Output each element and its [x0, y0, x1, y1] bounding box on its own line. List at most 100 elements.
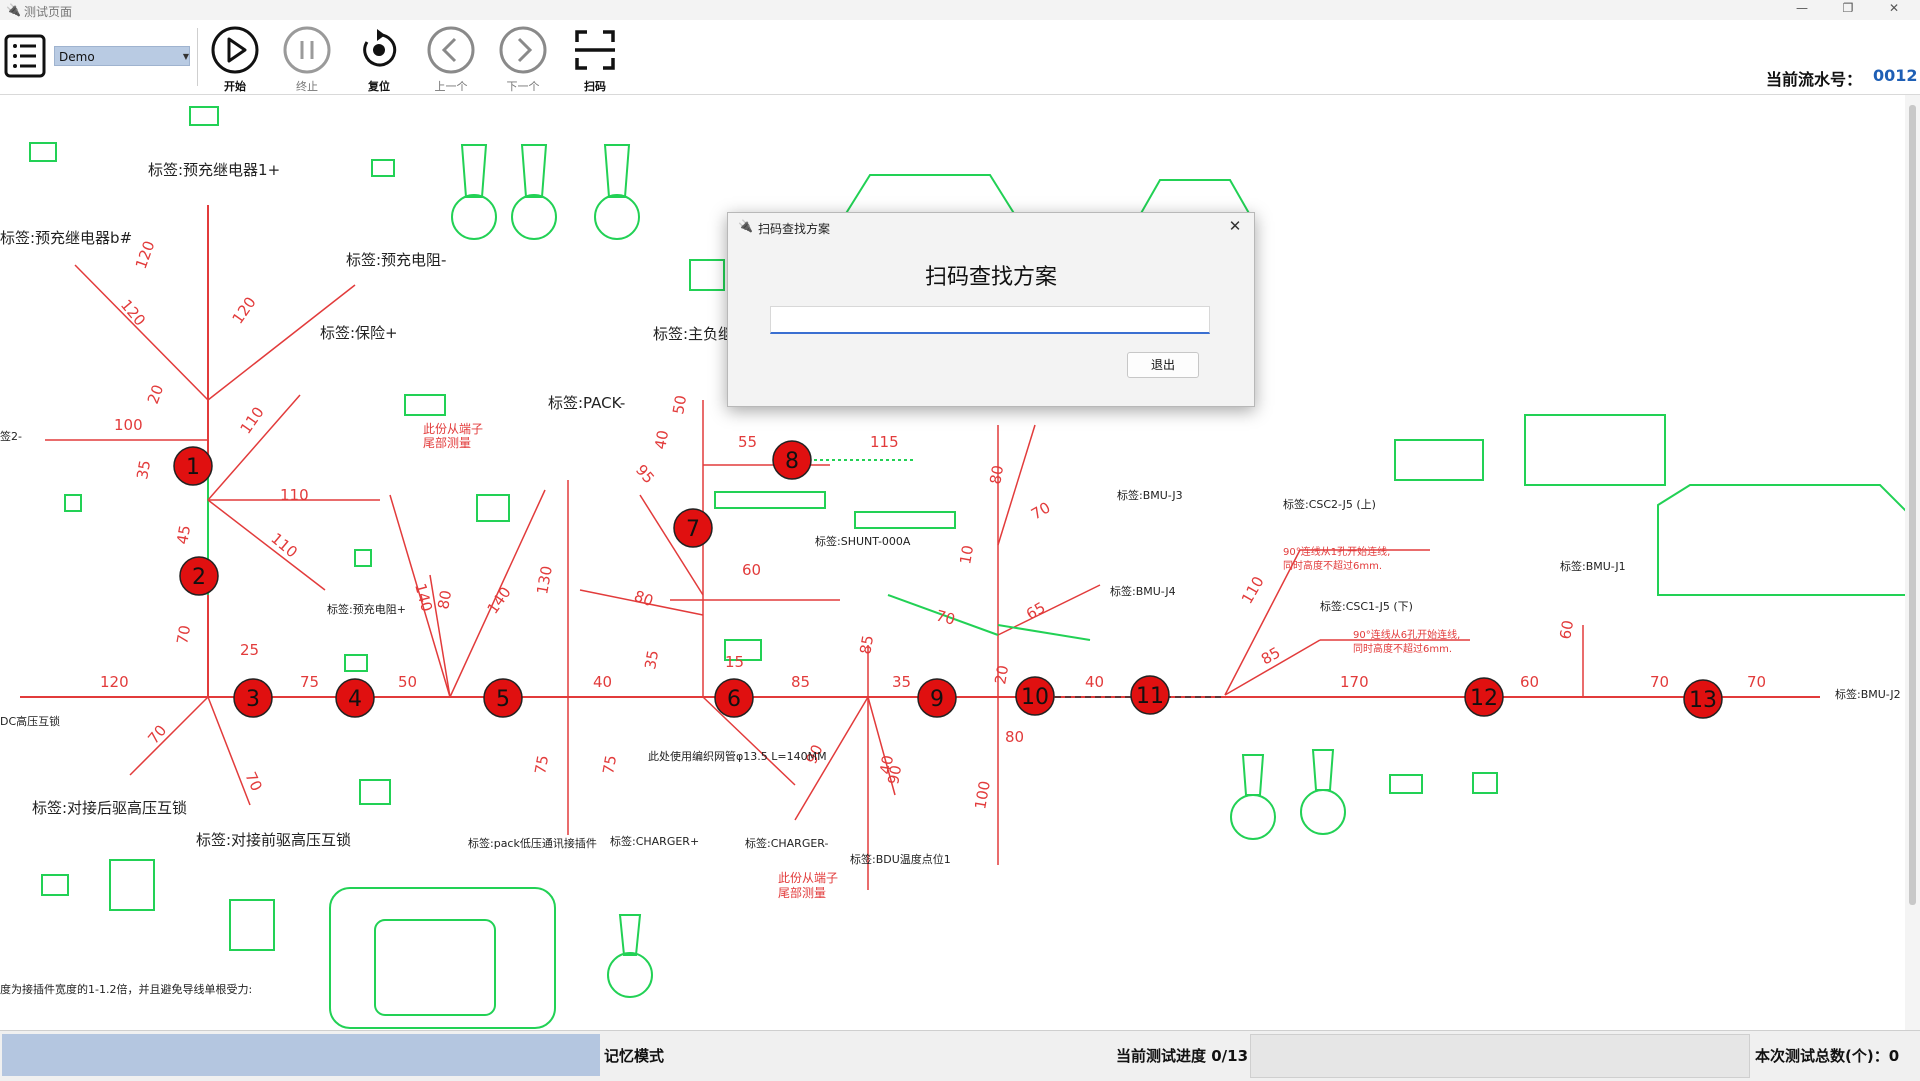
previous-button[interactable]: 上一个 — [421, 24, 481, 93]
test-point-marker[interactable]: 9 — [917, 678, 957, 718]
dimension-label: 95 — [632, 461, 658, 487]
diagram-label: 标签:预充电阻+ — [327, 602, 406, 616]
diagram-label: 标签:SHUNT-000A — [815, 534, 911, 548]
scrollbar-thumb[interactable] — [1909, 105, 1916, 905]
scan-label: 扫码 — [584, 80, 606, 93]
start-button[interactable]: 开始 — [205, 24, 265, 93]
vertical-scrollbar[interactable] — [1905, 95, 1920, 1030]
diagram-wires — [20, 205, 1820, 890]
test-point-marker[interactable]: 6 — [714, 678, 754, 718]
red-note: 90°连线从1孔开始连线, — [1283, 545, 1390, 558]
marker-circle — [673, 508, 713, 548]
dimension-label: 60 — [1520, 673, 1539, 691]
dimension-label: 40 — [651, 429, 672, 451]
play-icon — [211, 26, 259, 74]
test-point-marker[interactable]: 7 — [673, 508, 713, 548]
stop-button[interactable]: 终止 — [277, 24, 337, 93]
scheme-select-value: Demo — [59, 50, 95, 64]
dimension-label: 110 — [280, 486, 309, 504]
reset-button[interactable]: 复位 — [349, 24, 409, 93]
test-point-marker[interactable]: 10 — [1015, 676, 1055, 716]
dimension-label: 20 — [144, 382, 167, 406]
test-point-marker[interactable]: 11 — [1130, 675, 1170, 715]
test-point-marker[interactable]: 3 — [233, 678, 273, 718]
dialog-close-button[interactable]: ✕ — [1228, 217, 1242, 235]
reset-icon — [363, 29, 397, 67]
dimension-label: 35 — [641, 649, 662, 671]
diagram-label: 标签:对接后驱高压互锁 — [32, 799, 187, 817]
diagram-label: 标签:预充继电器b# — [0, 229, 132, 247]
dimension-label: 80 — [632, 587, 656, 610]
scheme-list-icon[interactable] — [2, 32, 48, 80]
dimension-label: 60 — [1556, 619, 1577, 641]
marker-circle — [714, 678, 754, 718]
dialog-app-icon: 🔌 — [738, 219, 753, 233]
dimension-label: 60 — [742, 561, 761, 579]
dialog-title: 扫码查找方案 — [758, 222, 831, 236]
test-point-marker[interactable]: 4 — [335, 678, 375, 718]
dimension-label: 35 — [133, 459, 154, 481]
black-note: 度为接插件宽度的1-1.2倍，并且避免导线单根受力: — [0, 982, 252, 996]
dimension-label: 15 — [725, 653, 744, 671]
marker-circle — [1130, 675, 1170, 715]
progress-label: 当前测试进度 0/13 — [1116, 1047, 1249, 1065]
dimension-label: 75 — [599, 754, 620, 776]
close-window-button[interactable]: ✕ — [1888, 1, 1900, 15]
red-note: 同时高度不超过6mm. — [1353, 642, 1452, 655]
dimension-label: 110 — [267, 529, 301, 561]
marker-number: 6 — [727, 687, 741, 712]
marker-number: 10 — [1021, 685, 1049, 710]
scheme-select[interactable]: Demo ▼ — [54, 46, 190, 66]
dimension-label: 85 — [791, 673, 810, 691]
dialog-heading: 扫码查找方案 — [924, 265, 1057, 290]
dimension-label: 100 — [114, 416, 143, 434]
diagram-label: 标签:BMU-J2 — [1835, 687, 1901, 701]
window-titlebar: 🔌 测试页面 — ❐ ✕ — [0, 0, 1920, 21]
diagram-label: 签2- — [0, 429, 22, 443]
scan-search-dialog: 🔌 扫码查找方案 ✕ 扫码查找方案 退出 — [727, 212, 1255, 407]
progress-bar — [1250, 1034, 1750, 1078]
marker-number: 11 — [1136, 684, 1164, 709]
scan-code-input[interactable] — [770, 306, 1210, 334]
scan-frame-icon — [575, 30, 615, 70]
marker-number: 2 — [192, 565, 206, 590]
marker-circle — [179, 556, 219, 596]
stop-label: 终止 — [296, 80, 318, 93]
marker-circle — [1464, 677, 1504, 717]
start-label: 开始 — [224, 80, 246, 93]
marker-circle — [173, 446, 213, 486]
next-button[interactable]: 下一个 — [493, 24, 553, 93]
minimize-button[interactable]: — — [1796, 1, 1808, 15]
test-point-marker[interactable]: 13 — [1683, 679, 1723, 719]
scan-button[interactable]: 扫码 — [565, 24, 625, 93]
dimension-label: 115 — [870, 433, 899, 451]
serial-number-label: 当前流水号： — [1766, 70, 1863, 89]
marker-circle — [1683, 679, 1723, 719]
marker-number: 12 — [1470, 686, 1498, 711]
dimension-label: 20 — [991, 664, 1012, 686]
red-note: 此份从端子 — [423, 422, 483, 436]
dropdown-arrow-icon[interactable]: ▼ — [182, 52, 190, 61]
exit-button[interactable]: 退出 — [1127, 352, 1199, 378]
diagram-label: 标签:PACK- — [548, 394, 625, 412]
mode-label: 记忆模式 — [604, 1047, 665, 1065]
test-point-marker[interactable]: 12 — [1464, 677, 1504, 717]
dimension-label: 40 — [593, 673, 612, 691]
maximize-button[interactable]: ❐ — [1842, 1, 1854, 15]
window-title: 测试页面 — [24, 5, 73, 19]
dimension-label: 80 — [434, 589, 455, 611]
diagram-label: 标签:CHARGER- — [745, 836, 828, 850]
red-note: 尾部测量 — [778, 885, 826, 900]
dimension-label: 120 — [100, 673, 129, 691]
marker-number: 13 — [1689, 688, 1717, 713]
dimension-label: 120 — [229, 294, 260, 328]
diagram-label: 标签:CSC2-J5 (上) — [1283, 497, 1376, 511]
test-point-marker[interactable]: 5 — [483, 678, 523, 718]
test-point-marker[interactable]: 1 — [173, 446, 213, 486]
diagram-label: 标签:pack低压通讯接插件 — [468, 836, 597, 850]
toolbar: Demo ▼ 开始 终止 复位 上一个 — [0, 20, 1920, 95]
test-point-marker[interactable]: 8 — [772, 440, 812, 480]
test-point-marker[interactable]: 2 — [179, 556, 219, 596]
dimension-label: 130 — [533, 564, 556, 595]
